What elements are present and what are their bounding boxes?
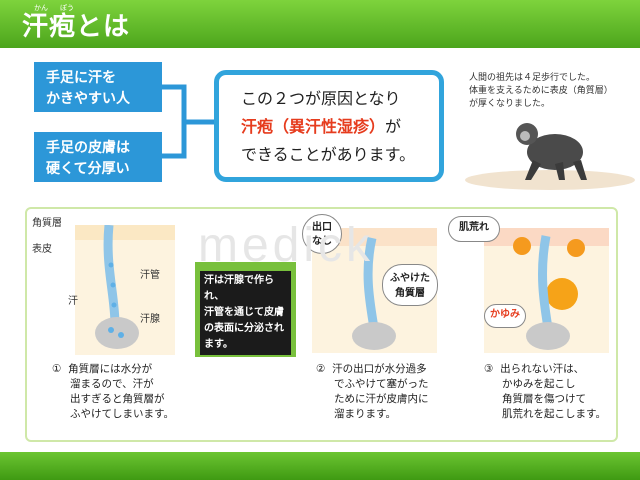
caption-3: ③ 出られない汗は、 かゆみを起こし 角質層を傷つけて 肌荒れを起こします。 bbox=[484, 362, 606, 422]
label-sweat: 汗 bbox=[68, 296, 78, 307]
caption-1-line2: 溜まるので、汗が bbox=[70, 378, 154, 390]
ancestor-line1: 人間の祖先は４足歩行でした。 bbox=[469, 73, 596, 83]
ancestor-line3: が厚くなりました。 bbox=[469, 99, 551, 109]
header-bar: かん ぽう 汗疱とは bbox=[0, 0, 640, 48]
bubble-swollen-stratum: ふやけた 角質層 bbox=[382, 264, 438, 306]
caption-3-line4: 肌荒れを起こします。 bbox=[502, 408, 606, 420]
caption-2-line3: ために汗が皮膚内に bbox=[334, 393, 429, 405]
label-sweat-gland: 汗腺 bbox=[140, 314, 160, 325]
label-epidermis: 表皮 bbox=[32, 244, 52, 255]
caption-3-line1: 出られない汗は、 bbox=[500, 363, 585, 375]
cause-1-line1: 手足に汗を bbox=[46, 70, 116, 86]
note-line4: ます。 bbox=[204, 339, 233, 350]
label-sweat-duct: 汗管 bbox=[140, 270, 160, 281]
caption-2-line1: 汗の出口が水分過多 bbox=[332, 363, 427, 375]
cause-2-line1: 手足の皮膚は bbox=[46, 140, 130, 156]
cause-2-line2: 硬くて分厚い bbox=[46, 161, 130, 177]
diagram-rough-skin bbox=[484, 228, 609, 353]
ancestor-text: 人間の祖先は４足歩行でした。 体重を支えるために表皮（角質層） が厚くなりました… bbox=[469, 72, 639, 111]
note-line3: の表面に分泌され bbox=[204, 323, 284, 334]
bubble-rough-skin: 肌荒れ bbox=[448, 216, 500, 242]
note-line2: 汗管を通じて皮膚 bbox=[204, 307, 284, 318]
label-stratum-corneum: 角質層 bbox=[32, 218, 62, 229]
bracket-connector bbox=[162, 84, 216, 159]
bubble-no-outlet: 出口 なし bbox=[302, 214, 342, 254]
caption-2-line4: 溜まります。 bbox=[334, 408, 396, 420]
bubble-itch: かゆみ bbox=[484, 304, 526, 328]
caption-1: ① 角質層には水分が 溜まるので、汗が 出すぎると角質層が ふやけてしまいます。 bbox=[52, 362, 174, 422]
bubble-no-outlet-line1: 出口 bbox=[312, 222, 332, 233]
ancestor-ape-illustration bbox=[465, 123, 635, 190]
callout-highlight: 汗疱（異汗性湿疹） bbox=[241, 117, 386, 136]
cause-box-skin: 手足の皮膚は 硬くて分厚い bbox=[34, 132, 162, 182]
caption-1-line3: 出すぎると角質層が bbox=[70, 393, 165, 405]
cause-1-line2: かきやすい人 bbox=[46, 91, 130, 107]
page-title: 汗疱とは bbox=[22, 12, 131, 42]
ancestor-line2: 体重を支えるために表皮（角質層） bbox=[469, 86, 613, 96]
bubble-swollen-line2: 角質層 bbox=[395, 288, 425, 299]
caption-2: ② 汗の出口が水分過多 でふやけて塞がった ために汗が皮膚内に 溜まります。 bbox=[316, 362, 429, 422]
note-box: 汗は汗腺で作られ、 汗管を通じて皮膚 の表面に分泌され ます。 bbox=[200, 271, 291, 355]
bubble-no-outlet-line2: なし bbox=[312, 236, 332, 247]
caption-1-line1: 角質層には水分が bbox=[68, 363, 153, 375]
caption-3-num: ③ bbox=[484, 363, 494, 375]
cause-box-sweat: 手足に汗を かきやすい人 bbox=[34, 62, 162, 112]
caption-3-line2: かゆみを起こし bbox=[502, 378, 576, 390]
caption-2-line2: でふやけて塞がった bbox=[334, 378, 429, 390]
diagram-sweat-gland-normal bbox=[75, 225, 175, 355]
cause-callout: この２つが原因となり 汗疱（異汗性湿疹）が できることがあります。 bbox=[214, 70, 444, 182]
watermark: medick bbox=[198, 219, 375, 272]
ruby-pou: ぽう bbox=[60, 4, 74, 12]
footer-bar bbox=[0, 452, 640, 480]
callout-suffix: が bbox=[385, 117, 402, 136]
mechanism-panel bbox=[25, 207, 618, 442]
ruby-kan: かん bbox=[34, 4, 48, 12]
note-line1: 汗は汗腺で作られ、 bbox=[204, 275, 274, 302]
caption-1-line4: ふやけてしまいます。 bbox=[70, 408, 174, 420]
bubble-swollen-line1: ふやけた bbox=[390, 273, 430, 284]
caption-1-num: ① bbox=[52, 363, 62, 375]
caption-2-num: ② bbox=[316, 363, 326, 375]
caption-3-line3: 角質層を傷つけて bbox=[502, 393, 586, 405]
callout-line3: できることがあります。 bbox=[241, 145, 416, 164]
callout-line1: この２つが原因となり bbox=[241, 89, 401, 108]
